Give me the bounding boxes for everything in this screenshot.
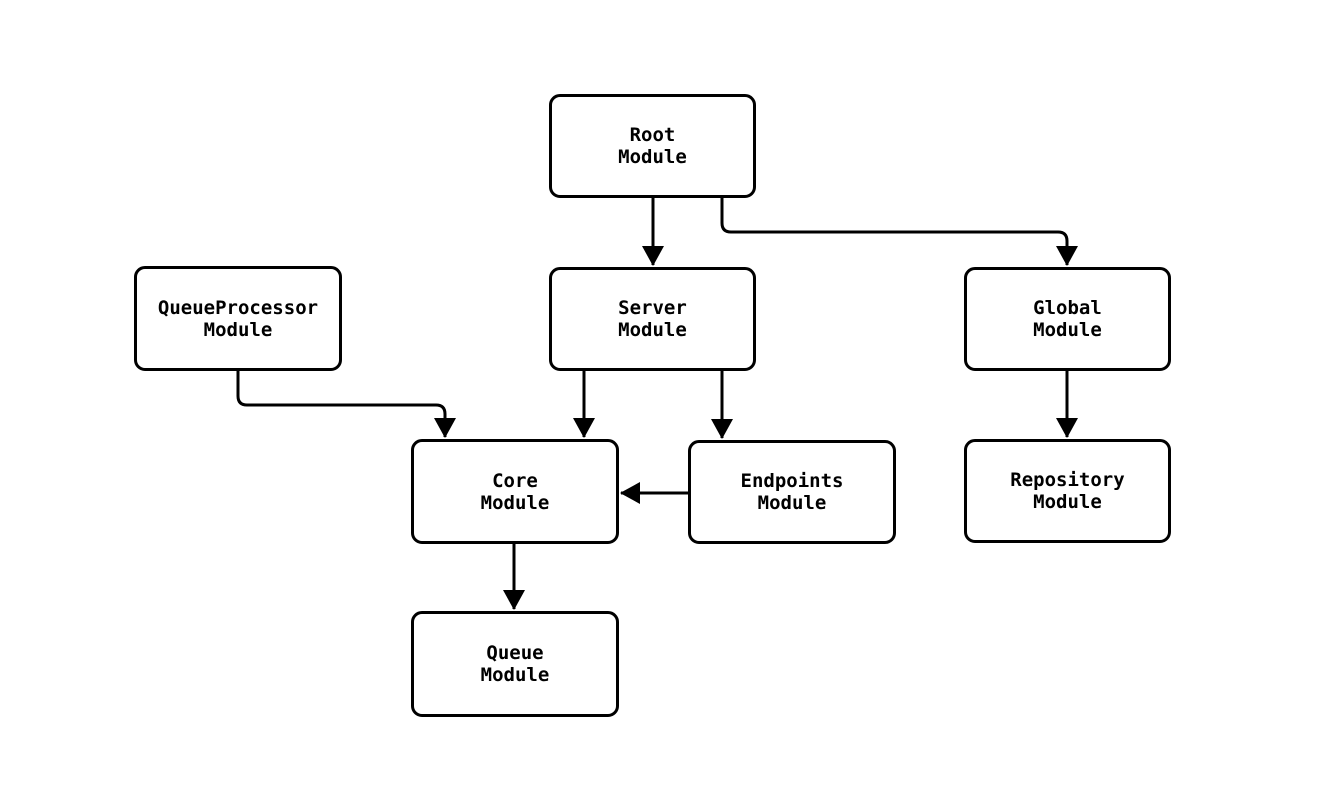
node-label-line: Module (757, 492, 827, 514)
node-label-line: Global (1033, 297, 1102, 319)
node-label-line: Module (1033, 319, 1102, 341)
edge-root-to-global (720, 198, 1078, 266)
node-label-line: Core (492, 469, 538, 492)
edge-queueprocessor-to-core (236, 371, 456, 438)
node-label-line: QueueProcessor (157, 296, 319, 319)
node-label-line: Module (1033, 491, 1102, 513)
node-label-line: Queue (486, 642, 544, 664)
node-label-line: Module (618, 319, 687, 341)
node-label-line: Module (618, 146, 687, 168)
node-label-line: Root (629, 124, 676, 146)
node-label-line: Module (480, 664, 550, 686)
node-label-line: Repository (1010, 469, 1125, 491)
node-label-line: Server (618, 297, 687, 319)
node-label-line: Endpoints (740, 470, 844, 492)
node-label-line: Module (203, 318, 273, 341)
node-label-line: Module (480, 491, 550, 514)
